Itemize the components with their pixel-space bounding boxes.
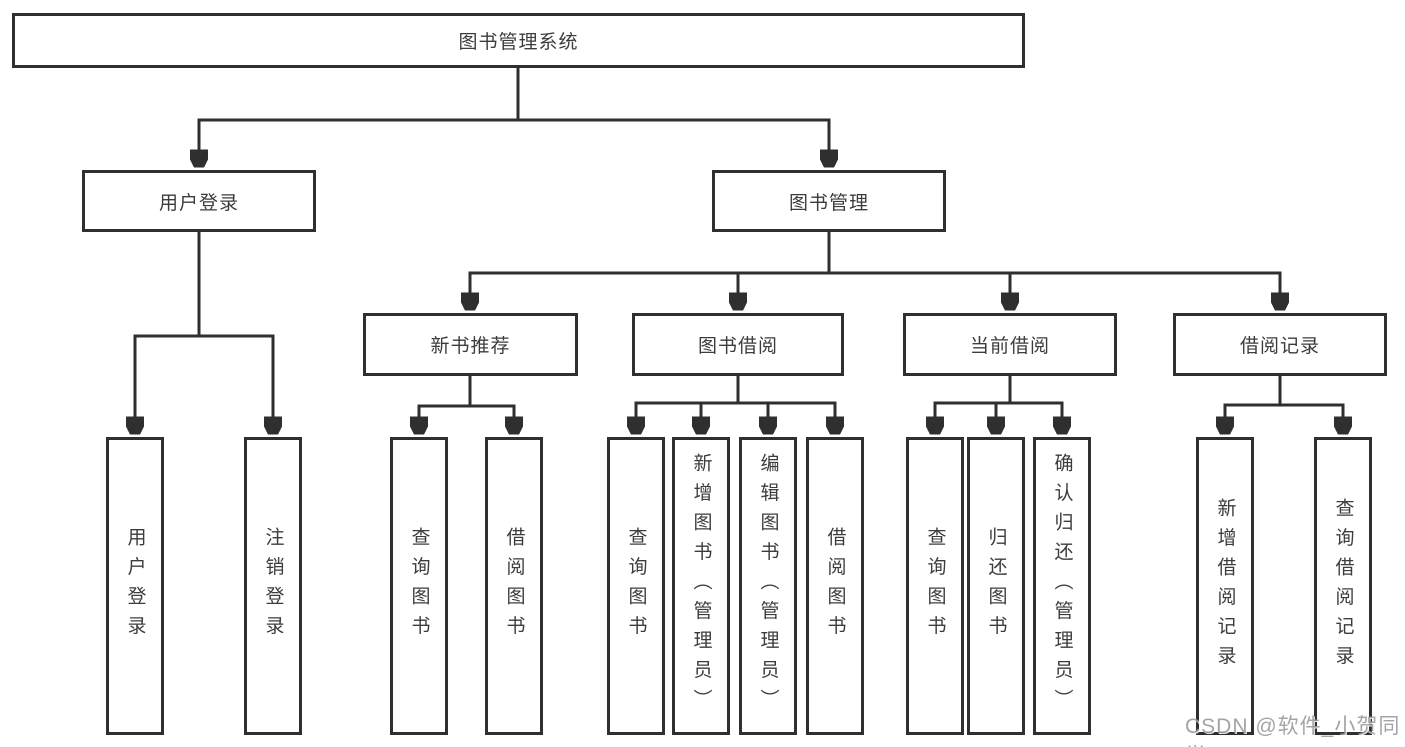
leaf-label: 注销登录 xyxy=(262,527,284,645)
node-book-borrowing: 图书借阅 xyxy=(632,313,844,376)
node-book-management: 图书管理 xyxy=(712,170,946,232)
leaf-label: 新增借阅记录 xyxy=(1214,497,1236,675)
node-label: 新书推荐 xyxy=(430,336,511,357)
leaf-label: 确认归还（管理员） xyxy=(1051,453,1073,719)
leaf-query-borrow-record: 查询借阅记录 xyxy=(1314,437,1372,735)
leaf-return-book: 归还图书 xyxy=(967,437,1025,735)
node-user-login: 用户登录 xyxy=(82,170,316,232)
node-label: 图书管理 xyxy=(788,192,869,214)
leaf-query-books-current: 查询图书 xyxy=(906,437,964,735)
leaf-logout: 注销登录 xyxy=(244,437,302,735)
leaf-add-book-admin: 新增图书（管理员） xyxy=(672,437,730,735)
node-label: 图书管理系统 xyxy=(458,32,579,53)
connector-rails xyxy=(133,66,1345,408)
node-current-borrowing: 当前借阅 xyxy=(903,313,1117,376)
leaf-borrow-books-borrowing: 借阅图书 xyxy=(806,437,864,735)
leaf-user-login: 用户登录 xyxy=(106,437,164,735)
leaf-query-books-borrowing: 查询图书 xyxy=(607,437,665,735)
leaf-add-borrow-record: 新增借阅记录 xyxy=(1196,437,1254,735)
leaf-label: 借阅图书 xyxy=(503,527,525,645)
node-label: 当前借阅 xyxy=(969,336,1050,357)
leaf-label: 查询图书 xyxy=(408,527,430,645)
node-label: 借阅记录 xyxy=(1239,336,1320,357)
node-new-book-recommend: 新书推荐 xyxy=(363,313,578,376)
leaf-label: 查询图书 xyxy=(625,527,647,645)
leaf-label: 用户登录 xyxy=(124,527,146,645)
leaf-label: 查询借阅记录 xyxy=(1332,497,1354,675)
leaf-label: 编辑图书（管理员） xyxy=(757,453,779,719)
leaf-borrow-books-recommend: 借阅图书 xyxy=(485,437,543,735)
leaf-query-books-recommend: 查询图书 xyxy=(390,437,448,735)
leaf-label: 新增图书（管理员） xyxy=(690,453,712,719)
node-library-management-system: 图书管理系统 xyxy=(12,13,1025,68)
node-label: 用户登录 xyxy=(158,192,239,214)
node-borrowing-records: 借阅记录 xyxy=(1173,313,1387,376)
leaf-confirm-return-admin: 确认归还（管理员） xyxy=(1033,437,1091,735)
leaf-label: 查询图书 xyxy=(924,527,946,645)
leaf-label: 借阅图书 xyxy=(824,527,846,645)
leaf-label: 归还图书 xyxy=(985,527,1007,645)
node-label: 图书借阅 xyxy=(697,336,778,357)
leaf-edit-book-admin: 编辑图书（管理员） xyxy=(739,437,797,735)
